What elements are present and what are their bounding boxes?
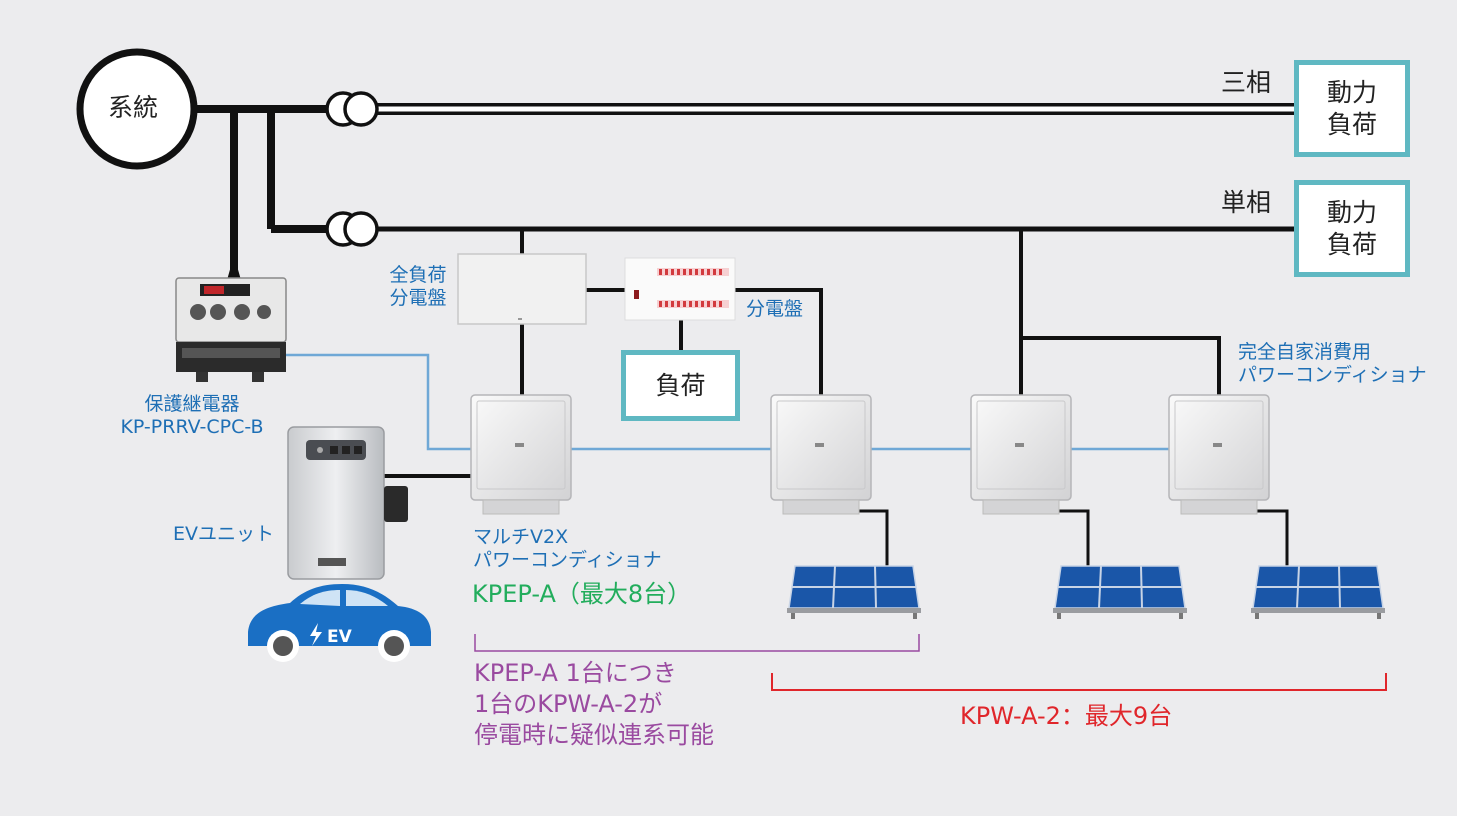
self-consumption-line1: 完全自家消費用 (1238, 341, 1372, 363)
relay-model: KP-PRRV-CPC-B (120, 415, 264, 438)
power-load-box-1: 動力負荷 (1294, 60, 1410, 157)
load-label: 負荷 (655, 370, 706, 400)
red-bracket (771, 673, 1387, 691)
full-load-panel-line2: 分電盤 (389, 286, 447, 309)
load-box: 負荷 (621, 350, 740, 421)
power-load-1-line2: 負荷 (1326, 109, 1377, 139)
transformer-single-phase-icon (325, 211, 379, 247)
ev-unit-label: EVユニット (173, 523, 275, 545)
purple-bracket (474, 634, 920, 652)
single-phase-label: 単相 (1221, 188, 1272, 217)
multi-v2x-label: マルチV2X パワーコンディショナ (473, 526, 662, 572)
power-conditioner-3 (970, 394, 1072, 515)
full-load-panel-line1: 全負荷 (389, 264, 447, 286)
relay-name: 保護継電器 (144, 393, 240, 415)
solar-panel-2 (1052, 565, 1188, 620)
distribution-panel-device (624, 257, 736, 321)
power-load-box-2: 動力負荷 (1294, 180, 1410, 277)
solar-panel-3 (1250, 565, 1386, 620)
ev-car-badge: EV (327, 627, 353, 647)
red-note: KPW-A-2：最大9台 (960, 702, 1173, 730)
multi-v2x-power-conditioner (470, 394, 572, 515)
power-conditioner-4 (1168, 394, 1270, 515)
power-lines (190, 105, 1296, 566)
self-consumption-line2: パワーコンディショナ (1238, 363, 1427, 386)
self-consumption-label: 完全自家消費用 パワーコンディショナ (1238, 341, 1427, 387)
power-load-1-line1: 動力 (1326, 78, 1377, 108)
power-load-2-line2: 負荷 (1326, 229, 1377, 259)
protective-relay-device (175, 266, 287, 382)
relay-label: 保護継電器 KP-PRRV-CPC-B (98, 393, 286, 439)
power-conditioner-2 (770, 394, 872, 515)
distribution-panel-label: 分電盤 (746, 298, 804, 320)
full-load-panel-device (457, 253, 587, 325)
transformer-three-phase-icon (325, 91, 379, 127)
full-load-panel-label: 全負荷 分電盤 (384, 264, 452, 310)
grid-circle (76, 48, 198, 170)
solar-panel-1 (786, 565, 922, 620)
purple-note-line3: 停電時に疑似連系可能 (474, 721, 714, 750)
multi-v2x-model: KPEP-A（最大8台） (472, 580, 692, 608)
ev-car-icon: EV (248, 584, 431, 662)
purple-note-line1: KPEP-A 1台につき (474, 659, 677, 687)
multi-v2x-line2: パワーコンディショナ (473, 548, 662, 571)
multi-v2x-line1: マルチV2X (473, 526, 569, 548)
power-load-2-line1: 動力 (1326, 198, 1377, 228)
three-phase-label: 三相 (1221, 68, 1272, 97)
purple-note: KPEP-A 1台につき 1台のKPW-A-2が 停電時に疑似連系可能 (474, 658, 714, 752)
ev-unit-device (287, 426, 408, 580)
grid-label: 系統 (108, 93, 159, 122)
purple-note-line2: 1台のKPW-A-2が (474, 690, 663, 719)
